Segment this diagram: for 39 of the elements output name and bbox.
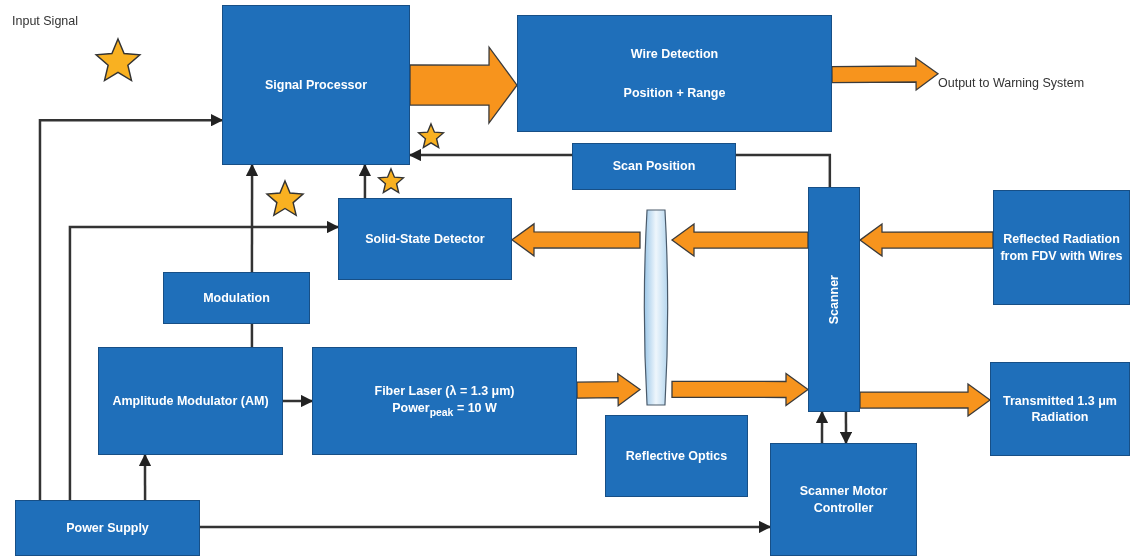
block-arrow [831,56,940,92]
process-box: Reflective Optics [605,415,748,497]
process-box: Reflected Radiation from FDV with Wires [993,190,1130,305]
process-box: Modulation [163,272,310,324]
block-arrow [671,372,810,407]
arrow [815,410,829,443]
block-arrow [858,222,994,258]
process-box: Transmitted 1.3 μm Radiation [990,362,1130,456]
arrow [358,163,372,198]
process-box: Solid-State Detector [338,198,512,280]
box-text: Power$_{peak}$ = 10 W [392,399,497,419]
arrow [839,412,853,445]
process-box: Scan Position [572,143,736,190]
output-text: Output to Warning System [938,60,1088,106]
connector-line [736,153,832,187]
process-box: Signal Processor [222,5,410,165]
box-heading: Fiber Laser (λ = 1.3 μm) [374,383,515,400]
annotation-text: Input Signal [12,14,79,28]
block-arrow [510,222,641,258]
box-heading: Wire Detection [630,46,719,63]
box-text: Position + Range [623,84,726,101]
arrow [245,163,259,272]
process-box: Amplitude Modulator (AM) [98,347,283,455]
arrow [138,453,152,500]
arrow [408,148,572,162]
block-arrow [409,45,518,126]
block-arrow [670,222,809,258]
block-arrow [576,372,642,407]
process-box: Scanner Motor Controller [770,443,917,556]
block-arrow [859,382,992,418]
arrow [68,220,340,500]
process-box [517,15,832,132]
arrow [283,394,314,408]
arrow [38,113,224,500]
process-box [312,347,577,455]
connector-line [250,324,254,347]
process-box: Power Supply [15,500,200,556]
scanner-box: Scanner [808,187,860,412]
arrow [200,520,772,534]
